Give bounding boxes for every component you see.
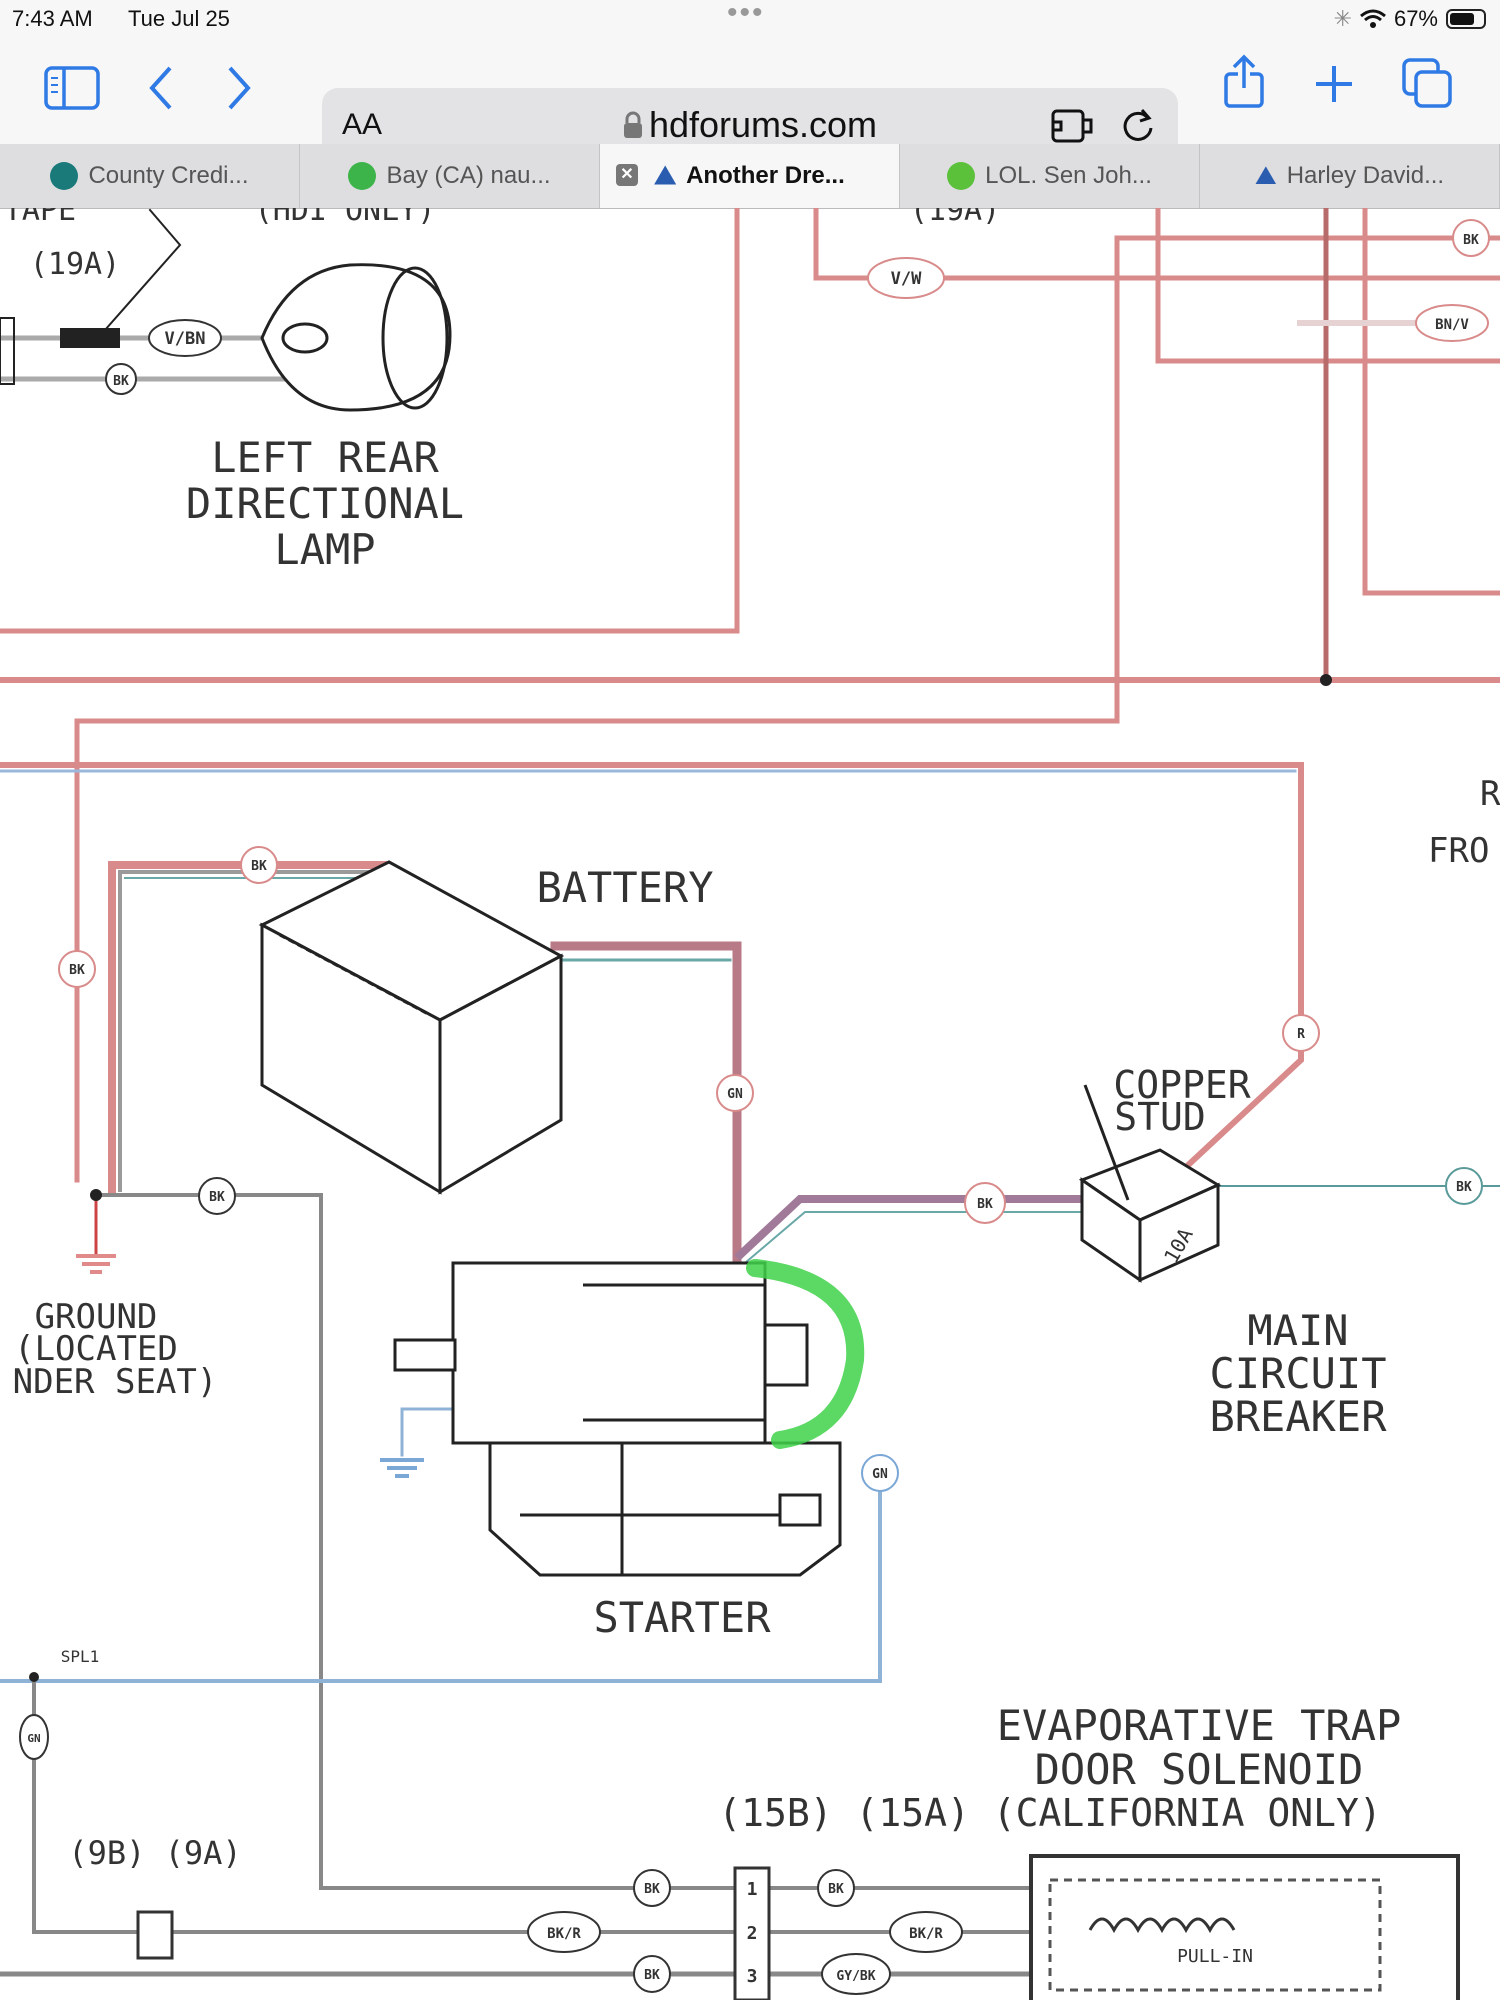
- evap-solenoid-box: [1029, 1854, 1460, 2000]
- wire-labels: V/BN BK V/W BK BN/V BK BK GN BK BK R GN …: [19, 219, 1490, 1995]
- tab-bar: County Credi... Bay (CA) nau... ✕ ⛰ Anothe…: [0, 144, 1500, 209]
- label-19a: (19A): [30, 247, 120, 282]
- label-left-rear-lamp: DIRECTIONAL: [186, 479, 464, 528]
- url-display[interactable]: hdforums.com: [322, 104, 1178, 146]
- label-tape: TAPE: [4, 208, 76, 228]
- close-tab-icon[interactable]: ✕: [616, 164, 638, 186]
- play-favicon-icon: [947, 162, 976, 190]
- wire-label: BK: [69, 963, 85, 978]
- back-icon[interactable]: [146, 64, 176, 112]
- pin-number: 3: [747, 1966, 758, 1987]
- label-ground: NDER SEAT): [13, 1362, 218, 1402]
- wiring-diagram: 10A V/BN BK V/W: [0, 208, 1500, 2000]
- pin-number: 1: [747, 1879, 758, 1900]
- wire-label: BK/R: [909, 1926, 943, 1942]
- wire-label: GN: [727, 1087, 743, 1102]
- tab-label: Harley David...: [1286, 162, 1445, 189]
- wire-label: BK: [977, 1197, 993, 1212]
- tabs-overview-icon[interactable]: [1402, 58, 1454, 110]
- status-bar: 7:43 AM Tue Jul 25 ••• ✳ 67%: [0, 0, 1500, 40]
- label-connector-9: (9B) (9A): [68, 1834, 241, 1872]
- label-battery: BATTERY: [536, 863, 713, 912]
- label-evap-solenoid: DOOR SOLENOID: [1035, 1745, 1364, 1794]
- wire-label: BK/R: [547, 1926, 581, 1942]
- tab-county-credit[interactable]: County Credi...: [0, 144, 300, 208]
- label-ground: GROUND: [35, 1297, 158, 1337]
- text-size-button[interactable]: AA: [342, 108, 383, 141]
- tab-harley-david[interactable]: ⛰ Harley David...: [1200, 144, 1500, 208]
- label-copper-stud: COPPER: [1113, 1063, 1250, 1107]
- address-bar[interactable]: AA hdforums.com: [322, 88, 1178, 162]
- label-main-circuit-breaker: CIRCUIT: [1209, 1349, 1386, 1398]
- wire-label: V/BN: [165, 329, 206, 349]
- label-main-circuit-breaker: MAIN: [1247, 1306, 1348, 1355]
- wire-label: BK: [1456, 1180, 1472, 1195]
- favicon-icon: ⛰: [1254, 160, 1277, 190]
- pin-number: 2: [747, 1923, 758, 1944]
- battery-percent: 67%: [1393, 6, 1438, 31]
- label-pull-in: PULL-IN: [1177, 1946, 1253, 1967]
- favicon-icon: [348, 162, 377, 190]
- activity-icon: ✳: [1333, 6, 1352, 31]
- circuit-breaker-symbol: [1078, 1084, 1222, 1283]
- label-starter: STARTER: [593, 1593, 771, 1642]
- battery-symbol: [258, 860, 565, 1195]
- browser-toolbar: AA hdforums.com: [0, 40, 1500, 162]
- new-tab-icon[interactable]: [1314, 64, 1354, 104]
- label-left-rear-lamp: LEFT REAR: [211, 433, 439, 482]
- wire-label: GN: [872, 1467, 888, 1482]
- status-date: Tue Jul 25: [128, 6, 230, 31]
- favicon-icon: ⛰: [654, 160, 677, 190]
- forward-icon[interactable]: [224, 64, 254, 112]
- status-time: 7:43 AM: [12, 6, 93, 31]
- tab-another-dre[interactable]: ✕ ⛰ Another Dre...: [600, 144, 900, 208]
- wire-label: BN/V: [1435, 317, 1469, 333]
- sidebar-icon[interactable]: [44, 66, 100, 110]
- wire-label: BK: [644, 1968, 660, 1983]
- label-left-rear-lamp: LAMP: [274, 525, 375, 574]
- tab-lol-sen-john[interactable]: LOL. Sen Joh...: [900, 144, 1200, 208]
- wire-label: BK: [113, 374, 129, 389]
- wire-label: BK: [1463, 233, 1479, 248]
- wire-label: BK: [644, 1882, 660, 1897]
- tab-label: County Credi...: [88, 162, 249, 189]
- wire-label: V/W: [891, 269, 922, 289]
- wire-label: BK: [209, 1190, 225, 1205]
- lamp-symbol: [260, 263, 452, 412]
- label-evap-solenoid: (15B) (15A) (CALIFORNIA ONLY): [718, 1791, 1381, 1835]
- label-right-edge: FRO: [1428, 831, 1489, 871]
- wifi-icon: [1359, 9, 1386, 28]
- tab-label: LOL. Sen Joh...: [985, 162, 1152, 189]
- tab-bay-ca[interactable]: Bay (CA) nau...: [300, 144, 600, 208]
- wire-label: BK: [828, 1882, 844, 1897]
- label-main-circuit-breaker: BREAKER: [1209, 1392, 1387, 1441]
- reload-icon[interactable]: [1118, 106, 1158, 146]
- wire-label: R: [1297, 1027, 1305, 1042]
- label-copper-stud: STUD: [1114, 1095, 1206, 1139]
- battery-icon: [1446, 9, 1486, 29]
- tab-label: Bay (CA) nau...: [386, 162, 551, 189]
- label-splice: SPL1: [61, 1647, 100, 1666]
- multitasking-dots-icon[interactable]: •••: [727, 0, 765, 29]
- connector-9: [136, 1910, 174, 1960]
- label-ground: (LOCATED: [14, 1329, 178, 1369]
- share-icon[interactable]: [1222, 54, 1266, 110]
- lock-icon: [623, 111, 642, 138]
- starter-motor-symbol: [393, 1261, 842, 1577]
- connector-15: [733, 1866, 771, 2000]
- label-top-right: (19A): [910, 208, 1000, 228]
- wire-label: BK: [251, 859, 267, 874]
- wire-label: GY/BK: [836, 1969, 875, 1984]
- favicon-icon: [50, 162, 79, 190]
- label-right-edge: RI: [1480, 774, 1500, 814]
- url-host: hdforums.com: [648, 104, 878, 145]
- label-hdi-only: (HDI ONLY): [255, 208, 436, 228]
- wire-label: GN: [27, 1732, 40, 1745]
- green-highlight-mark: [746, 1259, 865, 1449]
- tab-label: Another Dre...: [686, 162, 845, 189]
- label-evap-solenoid: EVAPORATIVE TRAP: [997, 1701, 1402, 1750]
- extension-icon[interactable]: [1050, 108, 1096, 144]
